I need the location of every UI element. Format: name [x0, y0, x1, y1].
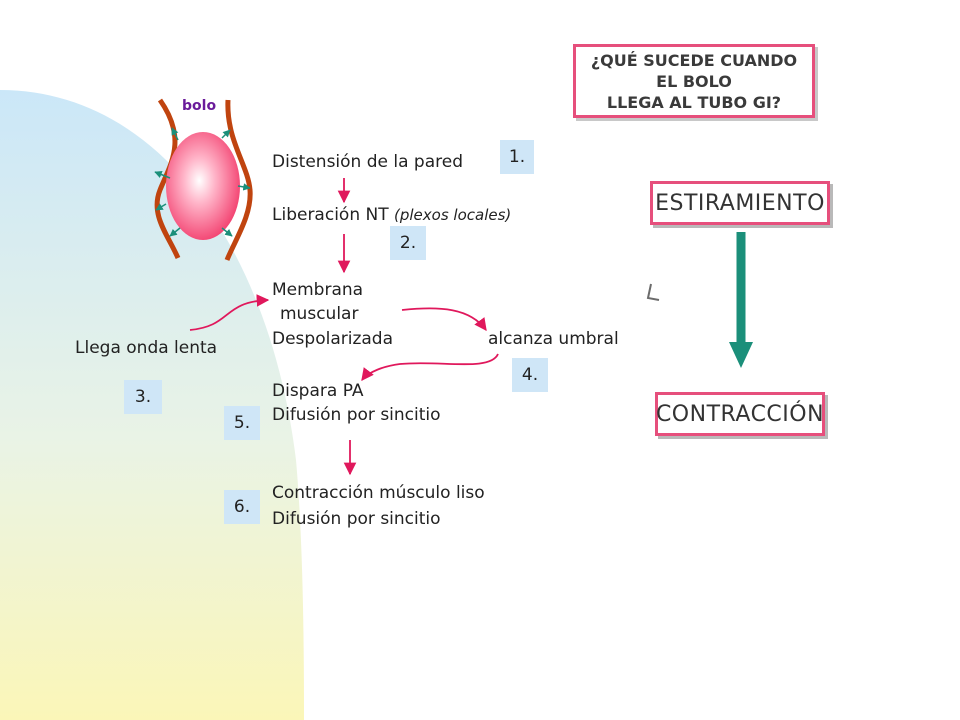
badge-2: 2. [390, 226, 426, 260]
step-liberacion-text: Liberación NT [272, 205, 389, 225]
step-distension: Distensión de la pared [272, 152, 464, 172]
badge-5: 5. [224, 406, 260, 440]
question-line-1: ¿QUÉ SUCEDE CUANDO [590, 50, 798, 70]
contraccion-box: CONTRACCIÓN [655, 392, 825, 436]
step-difusion-1: Difusión por sincitio [272, 405, 441, 425]
question-line-3: LLEGA AL TUBO GI? [606, 92, 782, 112]
question-box: ¿QUÉ SUCEDE CUANDO EL BOLO LLEGA AL TUBO… [573, 44, 815, 118]
step-liberacion: Liberación NT (plexos locales) [272, 205, 511, 225]
question-line-2: EL BOLO [656, 71, 732, 91]
step-difusion-2: Difusión por sincitio [272, 509, 441, 529]
badge-4: 4. [512, 358, 548, 392]
estiramiento-box: ESTIRAMIENTO [650, 181, 830, 225]
step-onda-lenta: Llega onda lenta [75, 338, 218, 358]
badge-1: 1. [500, 140, 534, 174]
step-umbral: alcanza umbral [488, 329, 619, 349]
badge-3: 3. [124, 380, 162, 414]
badge-6: 6. [224, 490, 260, 524]
bolo-label: bolo [182, 98, 217, 114]
step-muscular: muscular [280, 304, 359, 324]
step-contraccion-musculo: Contracción músculo liso [272, 483, 485, 503]
step-liberacion-note: (plexos locales) [394, 206, 512, 224]
step-dispara: Dispara PA [272, 381, 364, 401]
step-despolarizada: Despolarizada [272, 329, 394, 349]
step-membrana: Membrana [272, 280, 364, 300]
